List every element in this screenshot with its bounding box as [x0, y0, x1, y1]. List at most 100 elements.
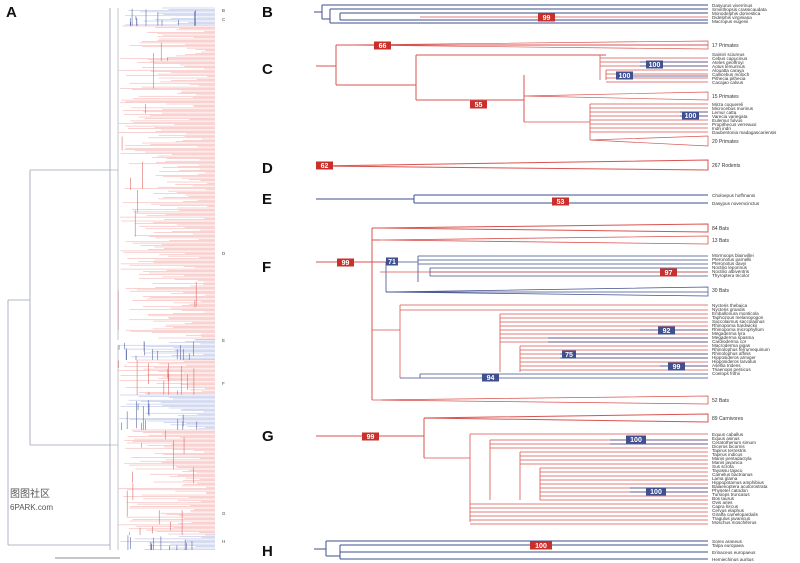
support-badge-c4 [616, 71, 633, 80]
support-value-c5: 100 [685, 113, 697, 120]
panel-letter-c: C [262, 61, 273, 78]
svg-text:Nycteris grandis: Nycteris grandis [712, 307, 746, 312]
support-badge-g3 [646, 487, 666, 496]
svg-text:Triaenops persicus: Triaenops persicus [712, 367, 751, 372]
support-badge-f3 [660, 268, 677, 277]
overview-mark-e: E [222, 338, 225, 343]
overview-mark-b: B [222, 8, 225, 13]
svg-text:Aotus lemurinus: Aotus lemurinus [712, 64, 746, 69]
svg-text:Capra hircus: Capra hircus [712, 504, 739, 509]
svg-text:Cervus elaphus: Cervus elaphus [712, 508, 745, 513]
svg-text:Callicebus moloch: Callicebus moloch [712, 72, 750, 77]
svg-text:Sus scrofa: Sus scrofa [712, 464, 734, 469]
support-value-c4: 100 [619, 73, 631, 80]
svg-text:Macropus eugenii: Macropus eugenii [712, 19, 748, 24]
svg-text:Erinaceus europaeus: Erinaceus europaeus [712, 550, 756, 555]
clade-label-f-bats-d: 52 Bats [712, 398, 729, 404]
svg-text:Hemiechinus auritus: Hemiechinus auritus [712, 557, 754, 562]
svg-text:Pteronotus davyi: Pteronotus davyi [712, 261, 746, 266]
svg-text:Saimiri sciureus: Saimiri sciureus [712, 52, 745, 57]
panel-letter-f: F [262, 259, 271, 276]
svg-text:Choloepus hoffmanni: Choloepus hoffmanni [712, 193, 755, 198]
overview-mark-d: D [222, 251, 226, 256]
svg-text:Manis javanica: Manis javanica [712, 460, 743, 465]
svg-text:Emballonura monticola: Emballonura monticola [712, 311, 759, 316]
svg-text:Cardioderma cor: Cardioderma cor [712, 339, 747, 344]
svg-text:Equus caballus: Equus caballus [712, 432, 744, 437]
svg-text:Tragulus javanicus: Tragulus javanicus [712, 516, 751, 521]
svg-text:Eulemur fulvus: Eulemur fulvus [712, 118, 743, 123]
panel-letter-a: A [6, 4, 17, 21]
svg-text:Rhinolophus ferrumequinum: Rhinolophus ferrumequinum [712, 347, 770, 352]
svg-text:Indri indri: Indri indri [712, 126, 731, 131]
svg-text:Tapirus terrestris: Tapirus terrestris [712, 448, 747, 453]
support-value-e: 53 [557, 199, 565, 206]
svg-text:Taphozous melanopogon: Taphozous melanopogon [712, 315, 764, 320]
support-badge-c5 [682, 111, 699, 120]
svg-text:Varecia variegata: Varecia variegata [712, 114, 748, 119]
svg-text:Pithecia pithecia: Pithecia pithecia [712, 76, 746, 81]
svg-text:Equus asinus: Equus asinus [712, 436, 740, 441]
support-value-f7: 94 [487, 375, 495, 382]
svg-text:Cacajao calvus: Cacajao calvus [712, 80, 744, 85]
panel-letter-h: H [262, 543, 273, 560]
support-value-c1: 66 [379, 43, 387, 50]
svg-text:Ovis aries: Ovis aries [712, 500, 733, 505]
support-badge-f1 [337, 258, 354, 267]
svg-text:Tayassu tajacu: Tayassu tajacu [712, 468, 743, 473]
svg-text:Didelphis virginiana: Didelphis virginiana [712, 15, 752, 20]
svg-text:Alouatta caraya: Alouatta caraya [712, 68, 744, 73]
subtree-c: 66 55 100 100 100 17 Primates Saimiri sc… [316, 40, 777, 147]
svg-text:Mirza coquereli: Mirza coquereli [712, 102, 743, 107]
support-value-g1: 99 [367, 434, 375, 441]
svg-text:Hippopotamus amphibius: Hippopotamus amphibius [712, 480, 765, 485]
support-value-h: 100 [535, 543, 547, 550]
svg-text:Thyroptera tricolor: Thyroptera tricolor [712, 273, 750, 278]
svg-text:Microcebus murinus: Microcebus murinus [712, 106, 754, 111]
subtree-e: 53 Choloepus hoffmanni Dasypus novemcinc… [316, 193, 760, 206]
svg-text:Propithecus verreauxi: Propithecus verreauxi [712, 122, 756, 127]
svg-text:Macroderma gigas: Macroderma gigas [712, 343, 751, 348]
clade-label-c-primates-a: 17 Primates [712, 43, 739, 49]
svg-text:Hipposideros larvatus: Hipposideros larvatus [712, 359, 757, 364]
svg-text:Dasyurus viverrinus: Dasyurus viverrinus [712, 3, 753, 8]
clade-label-f-bats-a: 84 Bats [712, 226, 729, 232]
panel-letter-g: G [262, 428, 274, 445]
svg-text:Ceratotherium simum: Ceratotherium simum [712, 440, 756, 445]
support-badge-f7 [482, 373, 499, 382]
panel-letter-d: D [262, 160, 273, 177]
subtree-f: 99 71 97 92 75 99 94 84 Bats 13 Bats Mor… [316, 223, 770, 405]
svg-text:Balaenoptera acutorostrata: Balaenoptera acutorostrata [712, 484, 768, 489]
svg-text:Moschus moschiferus: Moschus moschiferus [712, 520, 757, 525]
svg-text:Ateles geoffroyi: Ateles geoffroyi [712, 60, 744, 65]
svg-text:Diceros bicornis: Diceros bicornis [712, 444, 745, 449]
subtree-b: 99 Dasyurus viverrinus Sminthopsis crass… [314, 3, 767, 24]
svg-text:Camelus bactrianus: Camelus bactrianus [712, 472, 753, 477]
clade-label-f-bats-b: 13 Bats [712, 238, 729, 244]
svg-text:Noctilio albiventris: Noctilio albiventris [712, 269, 750, 274]
support-badge-e [552, 197, 569, 206]
support-value-f1: 99 [342, 260, 350, 267]
subtree-g: 99 100 100 89 Carnivores Equus caballus … [316, 413, 768, 525]
support-badge-g2 [626, 435, 646, 444]
support-badge-b [538, 13, 555, 22]
support-value-g3: 100 [650, 489, 662, 496]
svg-text:Physeter catodon: Physeter catodon [712, 488, 748, 493]
clade-label-f-bats-c: 30 Bats [712, 288, 729, 294]
svg-text:Sminthopsis crassicaudata: Sminthopsis crassicaudata [712, 7, 767, 12]
watermark-line1: 图图社区 [10, 487, 50, 500]
svg-text:Talpa europaea: Talpa europaea [712, 543, 744, 548]
overview-mark-c: C [222, 17, 226, 22]
clade-label-g-carnivores: 89 Carnivores [712, 416, 744, 422]
svg-text:Rhinopoma hardwickii: Rhinopoma hardwickii [712, 323, 757, 328]
svg-text:Coelops frithii: Coelops frithii [712, 371, 740, 376]
svg-text:Giraffa camelopardalis: Giraffa camelopardalis [712, 512, 759, 517]
support-badge-f2 [386, 257, 398, 266]
support-value-f5: 75 [565, 352, 573, 359]
support-badge-g1 [362, 432, 379, 441]
support-badge-c3 [646, 60, 663, 69]
svg-text:Sorex araneus: Sorex araneus [712, 539, 743, 544]
svg-text:Nycteris thebaica: Nycteris thebaica [712, 303, 748, 308]
svg-text:Cebus capucinus: Cebus capucinus [712, 56, 748, 61]
